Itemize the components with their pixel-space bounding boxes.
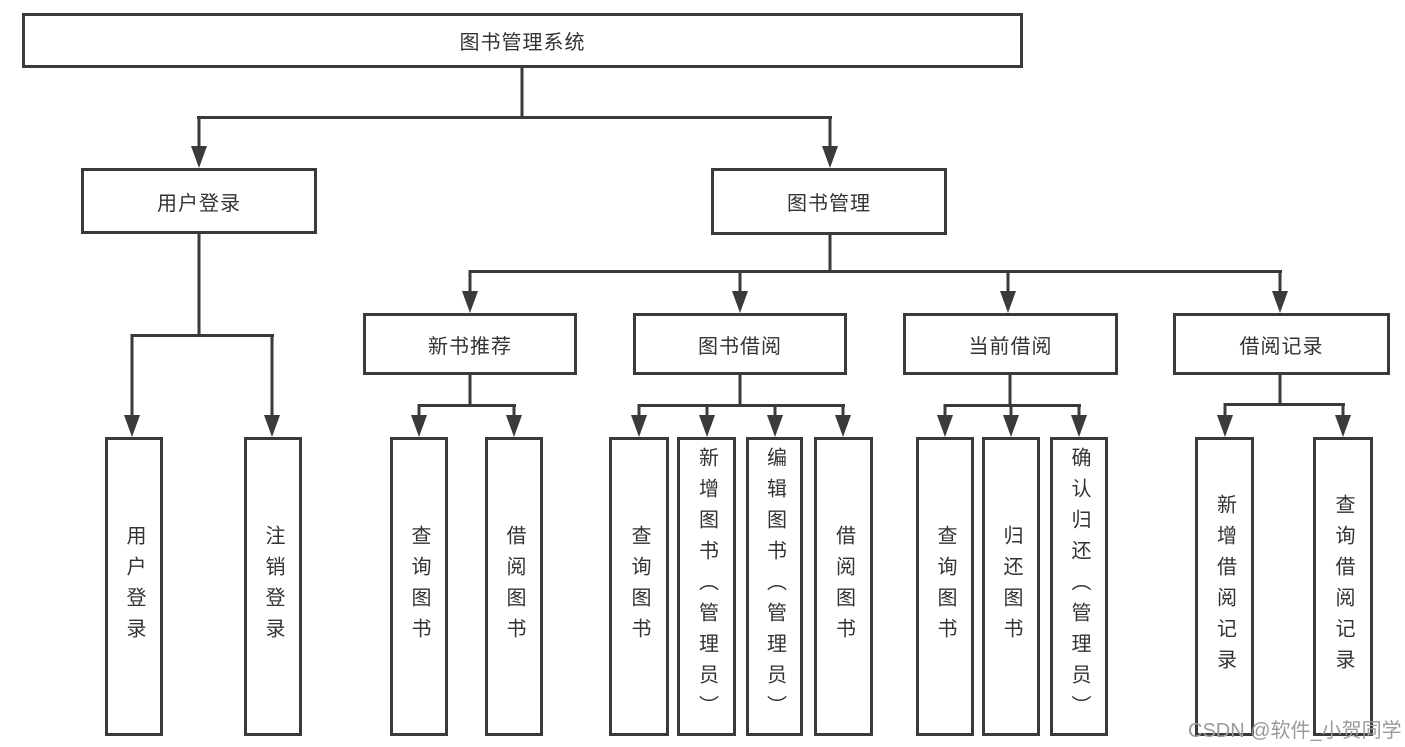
connector-current-rail [944,404,1081,407]
leaf-add-book-admin: 新增图书（管理员） [677,437,736,736]
leaf-edit-book-admin: 编辑图书（管理员） [746,437,803,736]
leaf-confirm-return-admin: 确认归还（管理员） [1050,437,1108,736]
arrow-down-icon [1217,415,1233,437]
connector-arrow-shaft [705,404,709,420]
connector-arrow-shaft [828,116,832,150]
connector-current-stem [1008,375,1012,407]
arrow-down-icon [1335,415,1351,437]
leaf-query-books-borrowing-label: 查询图书 [628,524,650,649]
leaf-borrow-books-recommend: 借阅图书 [485,437,543,736]
connector-borrowing-rail [638,404,845,407]
node-borrowing-records-label: 借阅记录 [1239,335,1324,358]
arrow-down-icon [631,415,647,437]
connector-root-stem [520,68,524,118]
node-new-book-recommendation-label: 新书推荐 [428,335,512,358]
connector-level3-rail [469,270,1282,273]
arrow-down-icon [1003,415,1019,437]
connector-arrow-shaft [773,404,777,420]
leaf-edit-book-admin-label: 编辑图书（管理员） [763,447,786,726]
leaf-logout-label: 注销登录 [262,524,284,649]
leaf-query-books-recommend: 查询图书 [390,437,448,736]
node-book-borrowing: 图书借阅 [633,313,847,375]
arrow-down-icon [835,415,851,437]
connector-book-management-stem [828,235,832,273]
leaf-query-books-recommend-label: 查询图书 [408,524,430,649]
leaf-add-borrow-record-label: 新增借阅记录 [1213,493,1236,680]
leaf-query-books-current: 查询图书 [916,437,974,736]
node-current-borrowing: 当前借阅 [903,313,1118,375]
connector-borrowing-stem [738,375,742,407]
arrow-down-icon [191,146,207,168]
leaf-borrow-books-borrowing: 借阅图书 [814,437,873,736]
connector-arrow-shaft [130,334,134,420]
node-book-borrowing-label: 图书借阅 [698,335,782,358]
connector-recommendation-rail [418,404,516,407]
node-root-system: 图书管理系统 [22,13,1023,68]
node-current-borrowing-label: 当前借阅 [968,335,1053,358]
leaf-borrow-books-borrowing-label: 借阅图书 [832,524,855,649]
connector-arrow-shaft [417,404,421,420]
node-book-management-label: 图书管理 [787,193,871,215]
connector-arrow-shaft [270,334,274,420]
connector-arrow-shaft [1009,404,1013,420]
leaf-confirm-return-admin-label: 确认归还（管理员） [1068,447,1090,726]
connector-arrow-shaft [841,404,845,420]
leaf-query-books-current-label: 查询图书 [934,524,956,649]
leaf-return-books-label: 归还图书 [1000,524,1022,649]
connector-arrow-shaft [738,270,742,296]
leaf-borrow-books-recommend-label: 借阅图书 [503,524,525,649]
arrow-down-icon [411,415,427,437]
node-new-book-recommendation: 新书推荐 [363,313,577,375]
leaf-return-books: 归还图书 [982,437,1040,736]
arrow-down-icon [1272,291,1288,313]
arrow-down-icon [1000,291,1016,313]
arrow-down-icon [506,415,522,437]
arrow-down-icon [1071,415,1087,437]
connector-arrow-shaft [1077,404,1081,420]
connector-arrow-shaft [512,404,516,420]
node-user-login: 用户登录 [81,168,317,234]
leaf-add-book-admin-label: 新增图书（管理员） [695,447,718,726]
leaf-user-login: 用户登录 [105,437,163,736]
connector-level2-rail [197,116,832,119]
connector-records-rail [1224,403,1345,406]
connector-records-stem [1278,375,1282,406]
node-user-login-label: 用户登录 [157,192,241,215]
node-book-management: 图书管理 [711,168,947,235]
node-borrowing-records: 借阅记录 [1173,313,1390,375]
leaf-user-login-label: 用户登录 [123,524,145,649]
connector-user-login-stem [197,233,201,337]
connector-arrow-shaft [1341,403,1345,420]
connector-arrow-shaft [943,404,947,420]
arrow-down-icon [767,415,783,437]
leaf-query-borrow-record-label: 查询借阅记录 [1332,493,1354,680]
connector-arrow-shaft [1278,270,1282,296]
connector-arrow-shaft [197,116,201,150]
connector-arrow-shaft [637,404,641,420]
arrow-down-icon [264,415,280,437]
arrow-down-icon [699,415,715,437]
leaf-query-borrow-record: 查询借阅记录 [1313,437,1373,736]
arrow-down-icon [732,291,748,313]
connector-arrow-shaft [1006,270,1010,296]
arrow-down-icon [124,415,140,437]
connector-user-login-rail [131,334,274,337]
leaf-query-books-borrowing: 查询图书 [609,437,669,736]
arrow-down-icon [937,415,953,437]
arrow-down-icon [822,146,838,168]
arrow-down-icon [462,291,478,313]
leaf-add-borrow-record: 新增借阅记录 [1195,437,1254,736]
watermark: CSDN @软件_小贺同学 [1188,720,1402,742]
leaf-logout: 注销登录 [244,437,302,736]
connector-arrow-shaft [1223,403,1227,420]
connector-arrow-shaft [468,270,472,296]
node-root-label: 图书管理系统 [459,32,586,54]
connector-recommendation-stem [468,375,472,407]
